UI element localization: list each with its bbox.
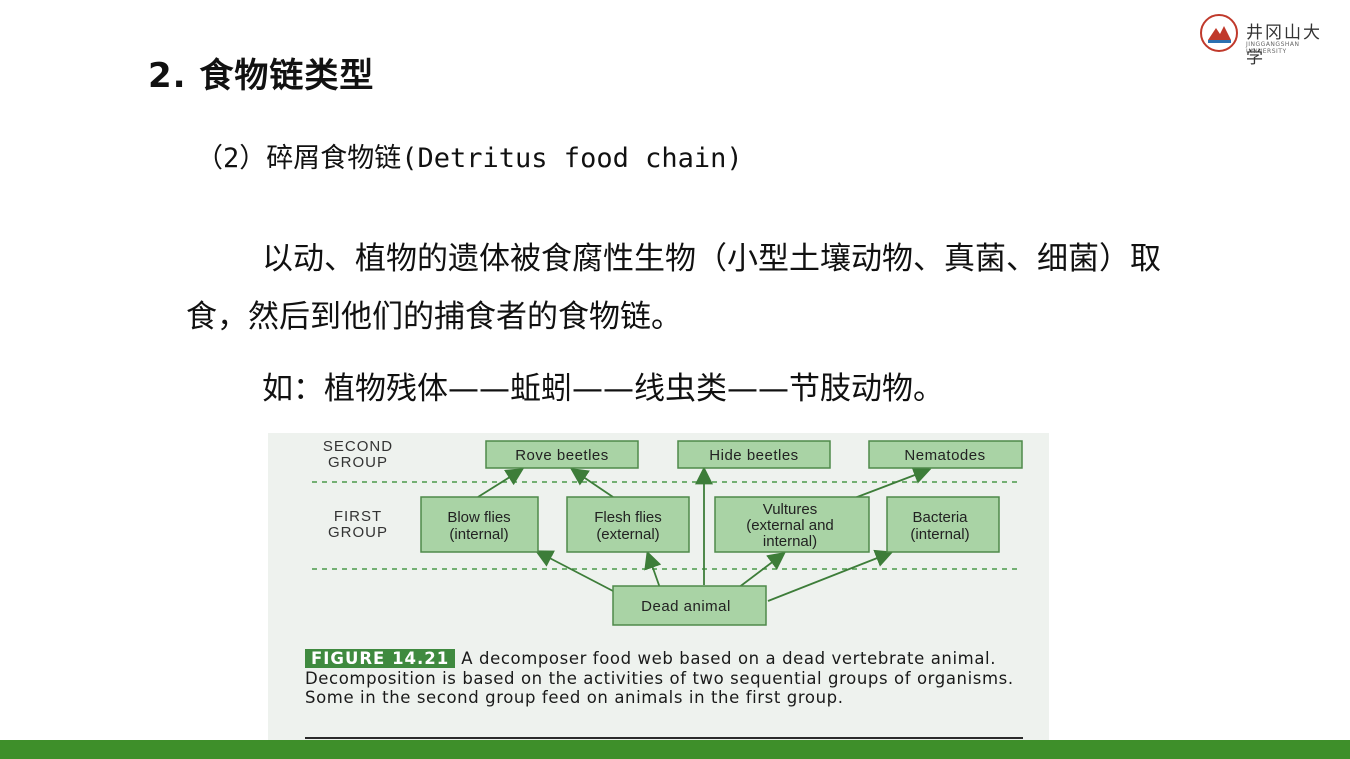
university-logo: 井冈山大学 JINGGANGSHAN UNIVERSITY xyxy=(1200,14,1330,68)
figure-caption-text: A decomposer food web based on a dead ve… xyxy=(305,649,1014,707)
svg-text:internal): internal) xyxy=(763,533,817,550)
svg-text:Blow flies: Blow flies xyxy=(447,509,510,526)
arrow-dead-to-vultures xyxy=(737,551,786,589)
box-vultures: Vultures (external and internal) xyxy=(714,496,870,553)
svg-text:Hide beetles: Hide beetles xyxy=(709,447,798,464)
example-paragraph: 如：植物残体——蚯蚓——线虫类——节肢动物。 xyxy=(262,371,944,407)
svg-text:(internal): (internal) xyxy=(449,526,508,543)
box-rove-beetles: Rove beetles xyxy=(485,440,639,469)
first-group-label-line2: GROUP xyxy=(328,524,388,541)
svg-text:(internal): (internal) xyxy=(910,526,969,543)
university-seal-icon xyxy=(1200,14,1238,52)
svg-text:Vultures: Vultures xyxy=(763,501,817,518)
arrow-dead-to-fleshflies xyxy=(644,550,662,589)
university-name-en: JINGGANGSHAN UNIVERSITY xyxy=(1246,41,1300,55)
footer-band xyxy=(0,740,1350,759)
figure-bottom-rule xyxy=(305,737,1023,739)
arrow-dead-to-blowflies xyxy=(534,550,614,592)
box-hide-beetles: Hide beetles xyxy=(677,440,831,469)
slide-title: 2. 食物链类型 xyxy=(148,56,375,96)
first-group-label-line1: FIRST xyxy=(334,508,382,525)
svg-text:Nematodes: Nematodes xyxy=(904,447,985,464)
figure-label: FIGURE 14.21 xyxy=(305,649,456,668)
second-group-label-line2: GROUP xyxy=(328,454,388,471)
svg-text:(external and: (external and xyxy=(746,517,834,534)
svg-text:Flesh flies: Flesh flies xyxy=(594,509,662,526)
arrow-dead-to-bacteria xyxy=(767,549,894,602)
university-name: 井冈山大学 xyxy=(1246,23,1322,68)
svg-text:Dead animal: Dead animal xyxy=(641,598,731,615)
definition-paragraph: 以动、植物的遗体被食腐性生物（小型土壤动物、真菌、细菌）取食，然后到他们的捕食者… xyxy=(186,241,1161,335)
second-group-label-line1: SECOND xyxy=(323,438,393,455)
food-web-diagram: SECOND GROUP FIRST GROUP Rove beetles Hi… xyxy=(312,438,1023,626)
svg-text:Bacteria: Bacteria xyxy=(912,509,968,526)
arrow-fleshflies-to-rovebeetles xyxy=(570,467,614,498)
box-blow-flies: Blow flies (internal) xyxy=(420,496,539,553)
box-flesh-flies: Flesh flies (external) xyxy=(566,496,690,553)
food-web-arrows xyxy=(477,466,932,602)
box-dead-animal: Dead animal xyxy=(612,585,767,626)
slide-subtitle: （2）碎屑食物链(Detritus food chain) xyxy=(196,143,743,174)
food-web-figure: SECOND GROUP FIRST GROUP Rove beetles Hi… xyxy=(268,433,1049,750)
arrow-blowflies-to-rovebeetles xyxy=(477,468,525,498)
svg-text:(external): (external) xyxy=(596,526,659,543)
box-bacteria: Bacteria (internal) xyxy=(886,496,1000,553)
svg-text:Rove beetles: Rove beetles xyxy=(515,447,609,464)
box-nematodes: Nematodes xyxy=(868,440,1023,469)
